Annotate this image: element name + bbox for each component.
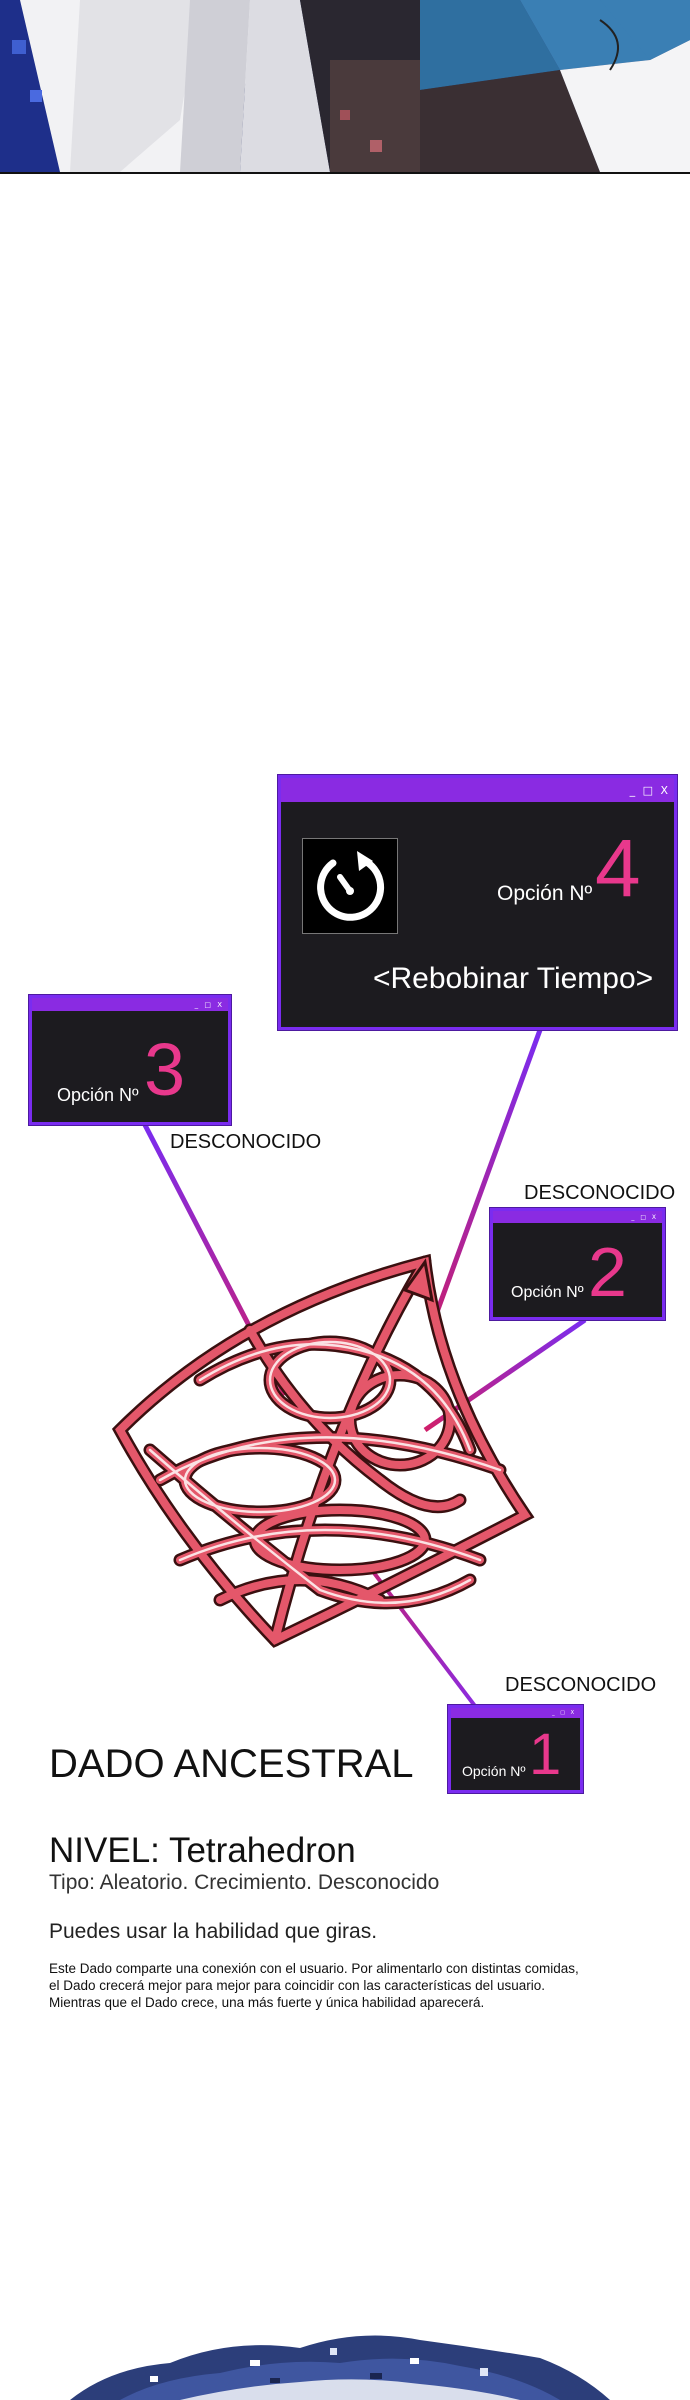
- window-controls[interactable]: _ □ X: [194, 1000, 224, 1009]
- option-2-status: DESCONOCIDO: [524, 1182, 676, 1204]
- option-4-number: 4: [595, 823, 641, 914]
- item-title: DADO ANCESTRAL: [49, 1742, 414, 1786]
- item-type: Tipo: Aleatorio. Crecimiento. Desconocid…: [49, 1871, 440, 1894]
- option-1-label: Opción Nº: [462, 1763, 526, 1779]
- comic-artwork-top: [0, 0, 690, 172]
- window-title-bar: _ □ X: [451, 1708, 580, 1718]
- top-comic-panel: [0, 0, 690, 174]
- option-3-number: 3: [144, 1028, 186, 1111]
- bottom-comic-panel: [0, 2318, 690, 2400]
- option-1-window: _ □ X Opción Nº 1: [448, 1705, 583, 1793]
- comic-artwork-bottom: [70, 2335, 610, 2400]
- window-title-bar: _ □ X: [281, 778, 674, 802]
- option-3-window: _ □ X Opción Nº 3: [29, 995, 231, 1125]
- option-4-ability: <Rebobinar Tiempo>: [373, 962, 654, 995]
- item-description-line: Mientras que el Dado crece, una más fuer…: [49, 1995, 485, 2010]
- window-controls[interactable]: _ □ X: [552, 1710, 576, 1716]
- option-2-label: Opción Nº: [511, 1284, 584, 1301]
- item-usage: Puedes usar la habilidad que giras.: [49, 1920, 378, 1943]
- option-2-window: _ □ X Opción Nº 2: [490, 1208, 665, 1320]
- connector-option-4: [434, 1029, 543, 1313]
- option-3-status: DESCONOCIDO: [170, 1131, 322, 1153]
- option-3-label: Opción Nº: [57, 1085, 139, 1105]
- item-level: NIVEL: Tetrahedron: [49, 1831, 356, 1870]
- option-4-label: Opción Nº: [497, 882, 593, 905]
- item-description: Este Dado comparte una conexión con el u…: [49, 1960, 649, 2011]
- window-controls[interactable]: _ □ X: [631, 1213, 658, 1221]
- window-title-bar: _ □ X: [493, 1211, 662, 1223]
- item-description-line: Este Dado comparte una conexión con el u…: [49, 1961, 579, 1976]
- option-1-status: DESCONOCIDO: [505, 1674, 657, 1696]
- item-description-line: el Dado crecerá mejor para mejor para co…: [49, 1978, 545, 1993]
- option-4-window: _ □ X Opción Nº 4 <Rebobinar Tiempo>: [278, 775, 677, 1030]
- option-1-number: 1: [529, 1722, 562, 1787]
- rewind-clock-icon: [302, 838, 398, 934]
- window-title-bar: _ □ X: [32, 998, 228, 1011]
- window-controls[interactable]: _ □ X: [629, 783, 670, 797]
- option-2-number: 2: [588, 1233, 627, 1311]
